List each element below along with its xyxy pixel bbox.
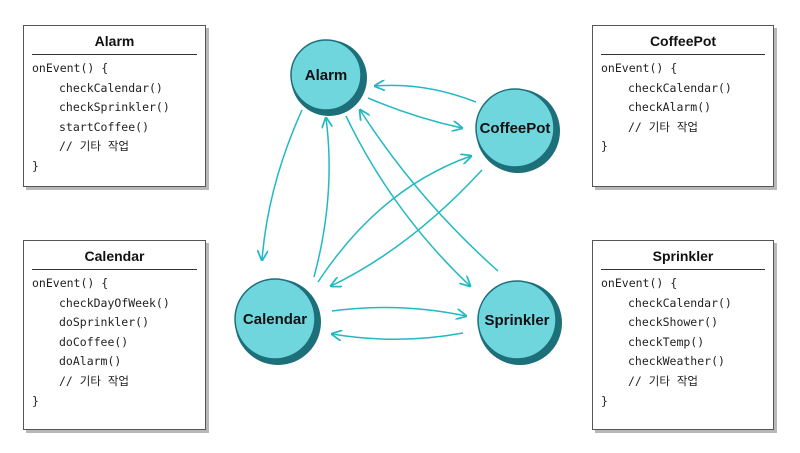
- code-line: // 기타 작업: [59, 139, 130, 154]
- code-line: checkAlarm(): [628, 100, 712, 115]
- arrow-calendar-to-sprinkler: [331, 306, 466, 316]
- code-line: checkTemp(): [628, 334, 705, 349]
- code-line: // 기타 작업: [628, 119, 699, 134]
- arrow-sprinkler-to-alarm: [360, 110, 499, 272]
- calendar-card-title: Calendar: [32, 248, 197, 270]
- code-line: }: [32, 158, 39, 173]
- sprinkler-card: Sprinkler onEvent() { checkCalendar() chec…: [592, 240, 774, 430]
- code-line: checkDayOfWeek(): [59, 295, 170, 310]
- arrow-calendar-to-coffeepot: [317, 156, 471, 283]
- sprinkler-code: onEvent() { checkCalendar() checkShower() c…: [593, 270, 773, 411]
- code-line: doCoffee(): [59, 334, 129, 349]
- arrow-calendar-to-alarm: [313, 118, 329, 278]
- node-sprinkler-label: Sprinkler: [484, 312, 549, 329]
- code-line: checkShower(): [628, 315, 719, 330]
- code-line: onEvent() {: [32, 61, 109, 75]
- calendar-card: Calendar onEvent() { checkDayOfWeek() doSp…: [23, 240, 206, 430]
- code-line: checkWeather(): [628, 354, 725, 369]
- arrow-alarm-to-coffeepot: [367, 97, 462, 128]
- code-line: }: [32, 393, 39, 408]
- node-sprinkler: Sprinkler: [477, 280, 562, 365]
- arrows: [262, 85, 499, 339]
- node-calendar-label: Calendar: [243, 311, 307, 328]
- arrow-alarm-to-calendar: [262, 109, 303, 260]
- node-coffeepot-label: CoffeePot: [480, 120, 551, 137]
- node-alarm-label: Alarm: [305, 67, 348, 84]
- code-line: checkCalendar(): [628, 295, 732, 310]
- code-line: onEvent() {: [32, 276, 109, 290]
- arrow-alarm-to-sprinkler: [345, 115, 470, 286]
- arrow-sprinkler-to-calendar: [332, 333, 464, 339]
- arrow-coffeepot-to-alarm: [375, 85, 477, 103]
- node-coffeepot: CoffeePot: [475, 88, 560, 173]
- code-line: checkCalendar(): [628, 80, 732, 95]
- alarm-card-title: Alarm: [32, 33, 197, 55]
- code-line: doSprinkler(): [59, 315, 150, 330]
- calendar-code: onEvent() { checkDayOfWeek() doSprinkler()…: [24, 270, 205, 411]
- alarm-card: Alarm onEvent() { checkCalendar() checkSpr…: [23, 25, 206, 187]
- coffeepot-card: CoffeePot onEvent() { checkCalendar() chec…: [592, 25, 774, 187]
- code-line: }: [601, 139, 608, 154]
- code-line: }: [601, 393, 608, 408]
- code-line: doAlarm(): [59, 354, 122, 369]
- node-calendar: Calendar: [234, 278, 321, 365]
- code-line: onEvent() {: [601, 276, 678, 290]
- arrow-coffeepot-to-calendar: [331, 169, 483, 286]
- coffeepot-code: onEvent() { checkCalendar() checkAlarm() //…: [593, 55, 773, 157]
- sprinkler-card-title: Sprinkler: [601, 248, 765, 270]
- code-line: checkCalendar(): [59, 80, 163, 95]
- code-line: startCoffee(): [59, 119, 150, 134]
- code-line: // 기타 작업: [59, 373, 130, 388]
- code-line: // 기타 작업: [628, 373, 699, 388]
- code-line: onEvent() {: [601, 61, 678, 75]
- coffeepot-card-title: CoffeePot: [601, 33, 765, 55]
- code-line: checkSprinkler(): [59, 100, 170, 115]
- alarm-code: onEvent() { checkCalendar() checkSprinkler…: [24, 55, 205, 177]
- node-alarm: Alarm: [290, 39, 367, 116]
